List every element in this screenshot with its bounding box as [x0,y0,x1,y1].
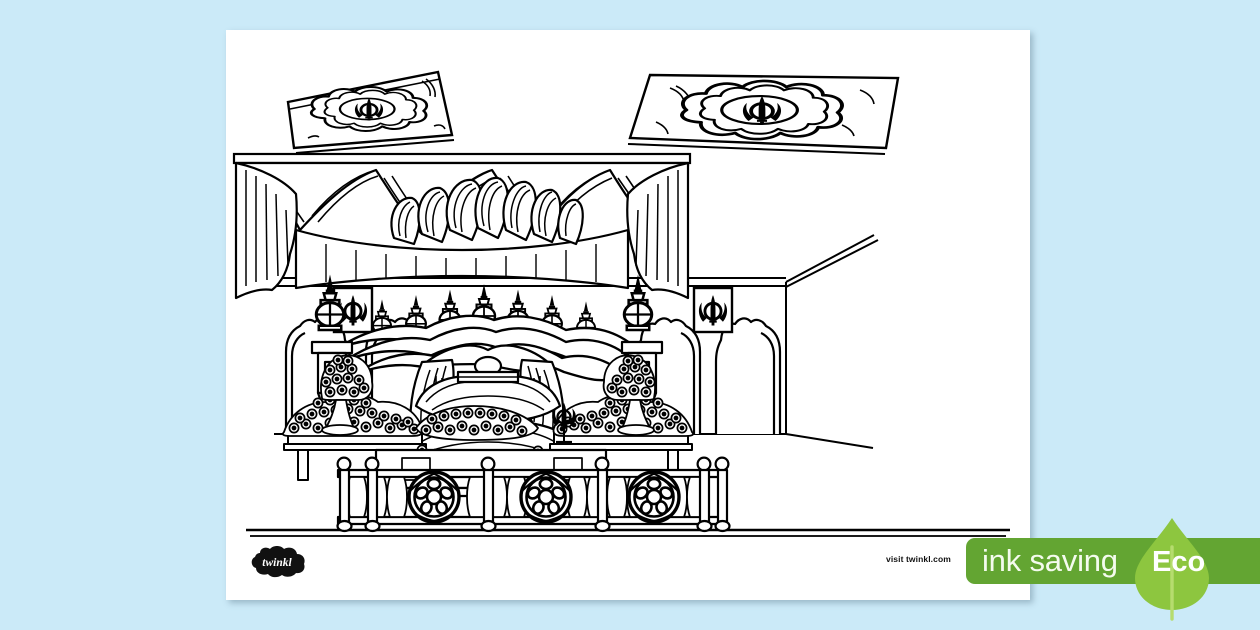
twinkl-logo: twinkl [248,545,310,579]
visit-twinkl-url[interactable]: visit twinkl.com [886,554,951,564]
eco-word-label: Eco [1152,546,1206,578]
eco-ink-saving-label: ink saving [982,543,1118,578]
ceiling-panel-right [627,73,900,155]
khanda-standard [551,402,577,444]
colouring-page-sheet: twinkl visit twinkl.com [226,30,1030,600]
flower-garland-left [282,354,424,437]
svg-text:twinkl: twinkl [262,557,292,569]
wall-plaque-right [692,286,734,334]
ink-saving-eco-badge: ink saving Eco [966,518,1260,621]
leaf-icon [1129,515,1215,621]
ceiling-panel-left [286,70,455,154]
eco-badge-bar [966,538,1260,584]
footer-divider [250,535,1006,537]
colouring-artwork [226,30,1030,600]
balustrade [336,456,731,533]
flower-garland-right [552,354,694,437]
